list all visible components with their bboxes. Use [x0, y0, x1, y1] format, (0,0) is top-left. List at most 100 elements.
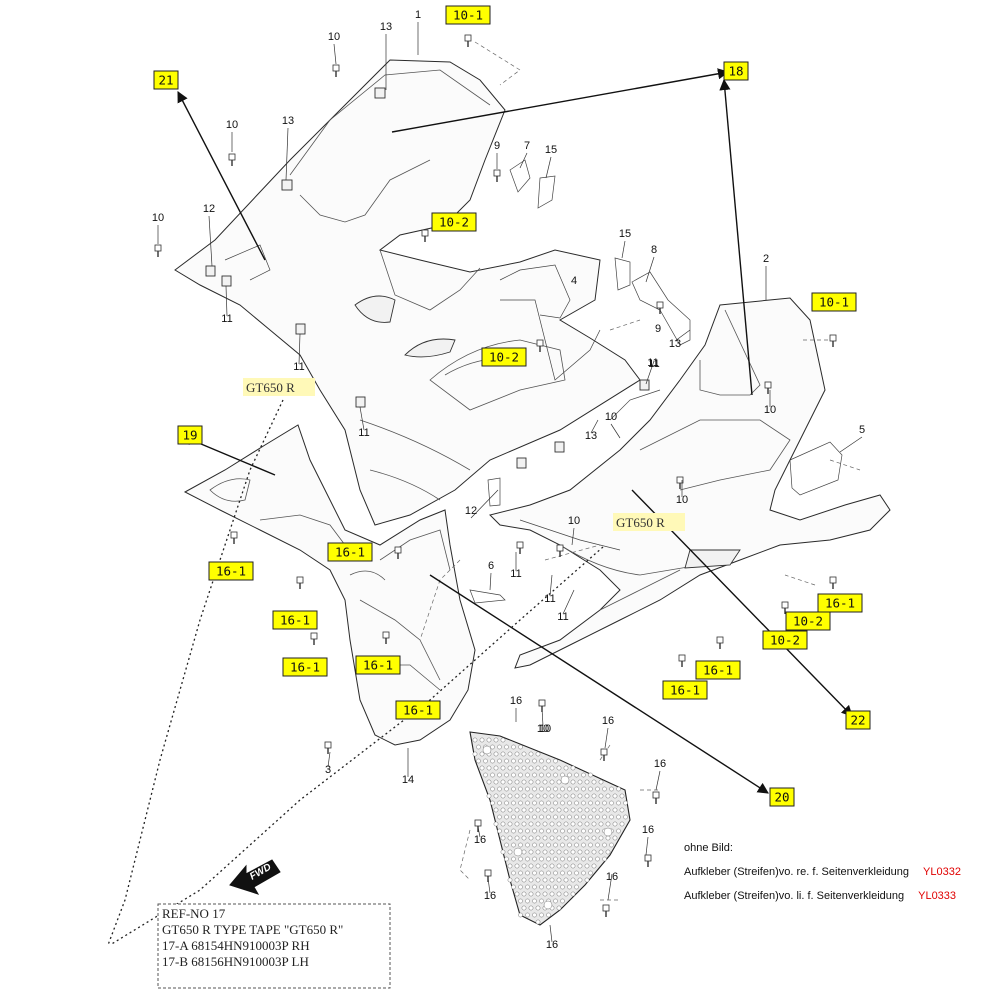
part-number-7-10: 7	[524, 140, 530, 152]
mesh-hole	[535, 821, 541, 827]
mesh-hole	[553, 786, 558, 792]
mesh-hole	[574, 828, 579, 834]
mesh-hole	[598, 821, 604, 827]
mesh-hole	[616, 786, 621, 792]
right-middle-cowl	[489, 297, 891, 669]
part-number-10-2: 10	[328, 31, 340, 43]
leader-20	[839, 436, 863, 453]
mesh-hole	[539, 884, 544, 890]
mesh-hole	[500, 765, 506, 771]
mesh-hole	[595, 800, 600, 806]
mesh-hole	[528, 751, 534, 757]
mesh-hole	[567, 800, 572, 806]
mesh-hole	[588, 786, 593, 792]
mesh-hole	[584, 863, 590, 869]
mesh-hole	[525, 884, 530, 890]
mesh-hole	[542, 877, 548, 883]
mesh-hole	[514, 751, 520, 757]
bolt-4	[493, 169, 501, 182]
mesh-hole	[532, 842, 537, 848]
mesh-hole	[598, 849, 604, 855]
mesh-hole	[511, 884, 516, 890]
leader-28	[541, 707, 544, 727]
mesh-hole	[528, 807, 534, 813]
mesh-hole	[528, 905, 534, 911]
part-number-10-43: 10	[539, 723, 551, 735]
mesh-hole	[500, 835, 506, 841]
mesh-hole	[556, 821, 562, 827]
mesh-hole	[532, 898, 537, 904]
mesh-hole	[493, 793, 499, 799]
mesh-hole	[616, 828, 621, 834]
mesh-hole	[490, 786, 495, 792]
mesh-hole	[598, 793, 604, 799]
mesh-hole	[609, 842, 614, 848]
mesh-hole	[497, 800, 502, 806]
bolts	[154, 34, 837, 917]
mesh-hole	[588, 856, 593, 862]
mesh-hole	[518, 814, 523, 820]
mesh-hole	[595, 842, 600, 848]
part-number-9-9: 9	[494, 140, 500, 152]
bolt-1	[332, 64, 340, 77]
mesh-hole	[497, 772, 502, 778]
mesh-hole	[546, 828, 551, 834]
mesh-hole	[500, 807, 506, 813]
mesh-hole	[514, 891, 520, 897]
mesh-hole	[591, 793, 597, 799]
bolt-9	[536, 339, 544, 352]
svg-text:16-1: 16-1	[670, 683, 700, 698]
mesh-hole	[553, 800, 558, 806]
mesh-hole	[532, 758, 537, 764]
mesh-hole	[525, 898, 530, 904]
bolt-13	[310, 632, 318, 645]
mesh-hole	[535, 779, 541, 785]
mesh-hole	[486, 793, 492, 799]
mesh-hole	[483, 758, 488, 764]
mesh-hole	[490, 772, 495, 778]
svg-text:16-1: 16-1	[335, 545, 365, 560]
mesh-hole	[567, 772, 572, 778]
bolt-10	[556, 544, 564, 557]
ref-label-16_1-8: 16-1	[327, 542, 373, 562]
arrow-18-from-middle	[719, 78, 753, 396]
fwd-arrow: FWD	[229, 859, 281, 895]
bolt-25	[644, 854, 652, 867]
part-number-11-42: 11	[647, 357, 658, 369]
mesh-hole	[521, 891, 527, 897]
mesh-hole	[500, 849, 506, 855]
mesh-hole	[546, 884, 551, 890]
part-number-5-22: 5	[859, 424, 865, 436]
part-number-11-8: 11	[293, 361, 304, 373]
part-number-11-7: 11	[221, 313, 232, 325]
mesh-hole	[528, 779, 534, 785]
mesh-hole	[521, 779, 527, 785]
svg-text:10-2: 10-2	[439, 215, 469, 230]
mesh-hole	[567, 814, 572, 820]
mesh-hole	[542, 765, 548, 771]
mesh-hole	[525, 814, 530, 820]
mesh-hole	[609, 786, 614, 792]
ref-line-3: 17-A 68154HN910003P RH	[162, 938, 310, 953]
bolt-21	[678, 654, 686, 667]
part-number-10-25: 10	[568, 515, 580, 527]
bolt-17	[516, 541, 524, 554]
mesh-hole	[479, 765, 485, 771]
mesh-hole	[532, 870, 537, 876]
mesh-hole	[609, 814, 614, 820]
explosion-lines	[419, 41, 861, 901]
mesh-hole	[553, 772, 558, 778]
mesh-hole	[546, 912, 551, 918]
part-number-16-38: 16	[546, 939, 558, 951]
mesh-hole	[507, 821, 513, 827]
arrow-21	[177, 91, 266, 261]
mesh-hole	[525, 912, 530, 918]
mesh-hole	[518, 758, 523, 764]
mesh-hole	[497, 828, 502, 834]
part-number-1-0: 1	[415, 9, 421, 21]
mesh-hole	[528, 835, 534, 841]
mesh-hole	[504, 800, 509, 806]
mesh-hole	[574, 842, 579, 848]
